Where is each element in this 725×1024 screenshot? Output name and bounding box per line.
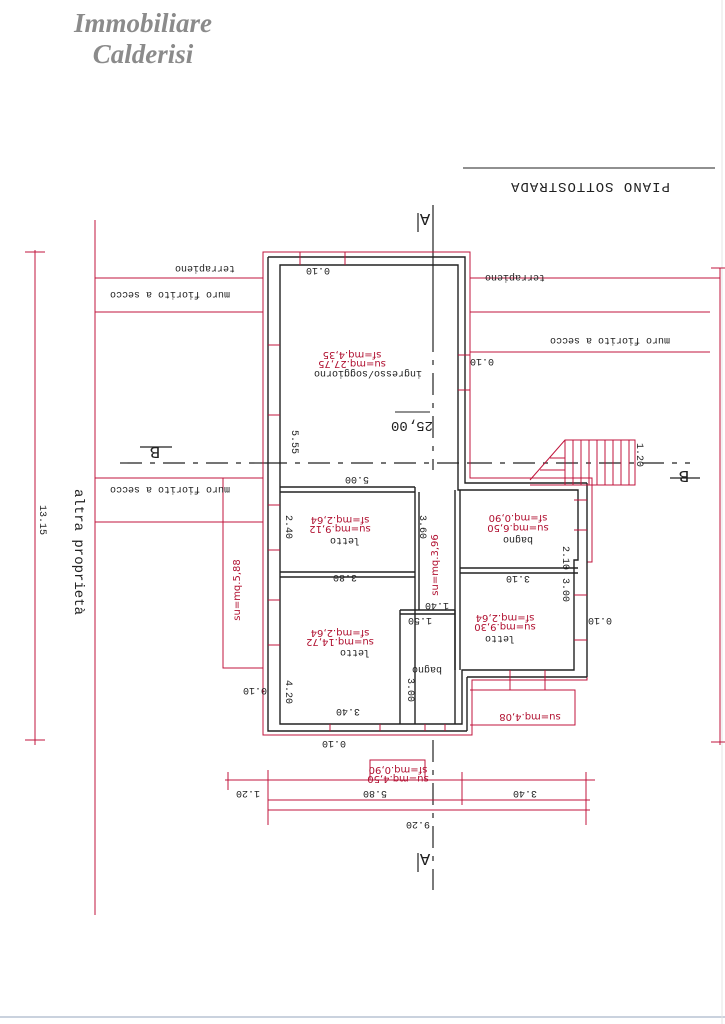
room-ingresso-name: ingresso/soggiorno (314, 367, 422, 379)
dim-5-55: 5.55 (288, 430, 299, 454)
outer-walls (262, 251, 593, 736)
dim-1-40: 1.40 (425, 599, 449, 610)
dim-3-80: 3.80 (333, 571, 357, 582)
section-b-line (120, 446, 700, 479)
terrapieno-right-label: terrapieno (485, 271, 545, 283)
dim-2-10: 2.10 (559, 546, 570, 570)
room-letto-1-sf: sf=mq.2,64 (311, 514, 370, 525)
section-a-top-label: A (419, 208, 430, 227)
section-b-left-label: B (150, 441, 160, 460)
dim-13-15: 13.15 (36, 505, 47, 535)
dim-9-20: 9.20 (406, 818, 430, 829)
dimension-13-15 (25, 250, 725, 745)
plan-title: PIANO SOTTOSTRADA (510, 178, 670, 194)
room-letto-3-sf: sf=mq.2,64 (476, 612, 535, 623)
section-a-line (417, 205, 434, 890)
interior-walls (280, 486, 578, 724)
muro-top-left-label: muro fiorito a secco (110, 288, 230, 300)
corridoio-su: su=mq.3,96 (430, 534, 441, 595)
room-letto-1: letto su=mq.9,12 sf=mq.2,64 (309, 514, 370, 546)
room-ingresso-su: su=mq.27,75 (318, 358, 386, 369)
openings (268, 252, 587, 731)
room-ingresso: 25,00 ingresso/soggiorno su=mq.27,75 sf=… (314, 349, 433, 433)
dim-0-10-left: 0.10 (243, 684, 267, 695)
section-b-right-label: B (679, 465, 689, 484)
muro-top-right-label: muro fiorito a secco (550, 334, 670, 346)
dim-5-00: 5.00 (345, 473, 369, 484)
balcone-sf: sf=mq.0,90 (369, 764, 428, 775)
room-letto-3-su: su=mq.9,30 (474, 621, 535, 632)
room-letto-3-name: letto (485, 632, 515, 644)
dim-3-10: 3.10 (506, 572, 530, 583)
dim-1-20-bottom: 1.20 (236, 787, 260, 798)
dimension-labels: 0.10 0.10 5.55 5.00 1.20 2.40 3.60 3.80 … (236, 264, 644, 829)
room-bagno-1: bagno su=mq.6,50 sf=mq.0,90 (487, 512, 548, 545)
dim-5-80: 5.80 (363, 787, 387, 798)
balcone-su: su=mq.4,50 (367, 773, 428, 784)
dim-1-20-right: 1.20 (633, 443, 644, 467)
dim-0-10-right: 0.10 (588, 614, 612, 625)
dim-3-40-bottom: 3.40 (513, 787, 537, 798)
dim-3-40-room: 3.40 (336, 705, 360, 716)
room-letto-2-su: su=mq.14,72 (306, 636, 374, 647)
dim-4-20: 4.20 (282, 680, 293, 704)
room-letto-2-name: letto (340, 646, 370, 658)
dim-0-10-right-top: 0.10 (470, 355, 494, 366)
balcone-labels: su=mq.4,50 sf=mq.0,90 (367, 764, 428, 784)
room-bagno-1-sf: sf=mq.0,90 (489, 512, 548, 523)
section-a-bottom-label: A (419, 848, 430, 867)
terrapieno-left-label: terrapieno (175, 262, 235, 274)
room-letto-1-su: su=mq.9,12 (309, 523, 370, 534)
room-bagno-1-name: bagno (503, 533, 533, 545)
dim-3-00-bagno: 3.00 (404, 678, 415, 702)
room-ingresso-sf: sf=mq.4,35 (323, 349, 382, 360)
muro-mid-left-label: muro fiorito a secco (110, 483, 230, 495)
portico-su: su=mq.5,88 (232, 559, 243, 620)
terrazzo-su: su=mq.4,08 (499, 711, 560, 722)
external-stair (529, 439, 636, 486)
bottom-dimension-lines (225, 770, 595, 825)
altra-proprieta-label: altra proprietà (70, 489, 86, 615)
room-letto-3: letto su=mq.9,30 sf=mq.2,64 (474, 612, 535, 644)
room-letto-2-sf: sf=mq.2,64 (311, 627, 370, 638)
room-bagno-2-name: bagno (412, 663, 442, 675)
dim-1-50: 1.50 (408, 614, 432, 625)
room-bagno-1-su: su=mq.6,50 (487, 522, 548, 533)
dim-2-40: 2.40 (282, 515, 293, 539)
brand-line-1: Immobiliare (73, 8, 212, 38)
room-letto-1-name: letto (330, 534, 360, 546)
boundary-lines (94, 220, 720, 915)
room-letto-2: letto su=mq.14,72 sf=mq.2,64 (306, 627, 374, 658)
dim-3-00-right: 3.00 (559, 578, 570, 602)
dim-3-60: 3.60 (416, 515, 427, 539)
level-marker: 25,00 (391, 417, 433, 433)
brand-line-2: Calderisi (92, 39, 194, 69)
dim-0-10-bottom: 0.10 (322, 737, 346, 748)
brand-logo: Immobiliare Calderisi (28, 8, 258, 70)
dim-0-10-top: 0.10 (306, 264, 330, 275)
